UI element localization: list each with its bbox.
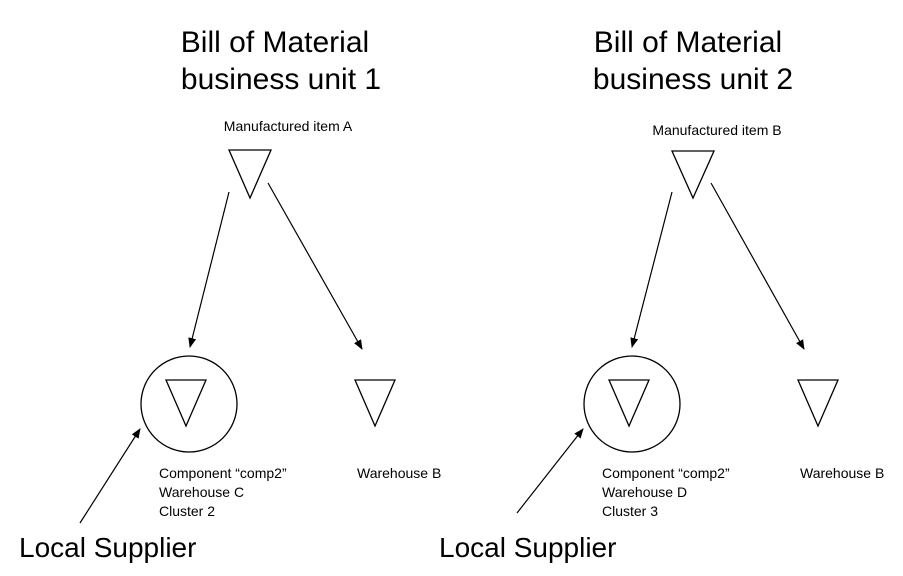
unit-1-supplier-arrow bbox=[79, 428, 141, 524]
unit-2-arrow-to-warehouse bbox=[710, 182, 805, 350]
unit-2-warehouse-icon bbox=[797, 379, 839, 428]
unit-1-component-line3: Cluster 2 bbox=[159, 503, 215, 519]
unit-2-component-line2: Warehouse D bbox=[602, 484, 687, 500]
unit-1-component-line1: Component “comp2” bbox=[159, 465, 287, 481]
unit-1-parent-label: Manufactured item A bbox=[224, 118, 353, 134]
unit-2-title-line2: business unit 2 bbox=[593, 63, 793, 96]
bom-unit-1: Bill of Material business unit 1 Manufac… bbox=[19, 26, 441, 563]
unit-2-component-icon bbox=[608, 379, 650, 428]
unit-2-title-line1: Bill of Material bbox=[594, 26, 782, 59]
unit-1-warehouse-icon bbox=[354, 379, 396, 428]
unit-1-title-line1: Bill of Material bbox=[181, 26, 369, 59]
unit-2-component-line3: Cluster 3 bbox=[602, 503, 658, 519]
unit-1-arrow-to-component bbox=[188, 191, 230, 348]
unit-1-arrow-to-warehouse bbox=[267, 182, 363, 350]
unit-1-title-line2: business unit 1 bbox=[181, 63, 381, 96]
unit-1-component-line2: Warehouse C bbox=[159, 484, 244, 500]
bom-unit-2: Bill of Material business unit 2 Manufac… bbox=[439, 26, 884, 563]
unit-2-supplier-label: Local Supplier bbox=[439, 532, 616, 563]
unit-1-component-icon bbox=[165, 379, 207, 428]
unit-1-supplier-label: Local Supplier bbox=[19, 532, 196, 563]
unit-2-parent-item-icon bbox=[670, 150, 716, 200]
unit-1-parent-item-icon bbox=[228, 149, 272, 200]
unit-2-parent-label: Manufactured item B bbox=[652, 122, 781, 138]
unit-2-warehouse-label: Warehouse B bbox=[800, 465, 884, 481]
unit-1-warehouse-label: Warehouse B bbox=[357, 465, 441, 481]
unit-2-supplier-arrow bbox=[516, 428, 584, 514]
unit-2-arrow-to-component bbox=[630, 191, 673, 348]
unit-2-component-line1: Component “comp2” bbox=[602, 465, 730, 481]
